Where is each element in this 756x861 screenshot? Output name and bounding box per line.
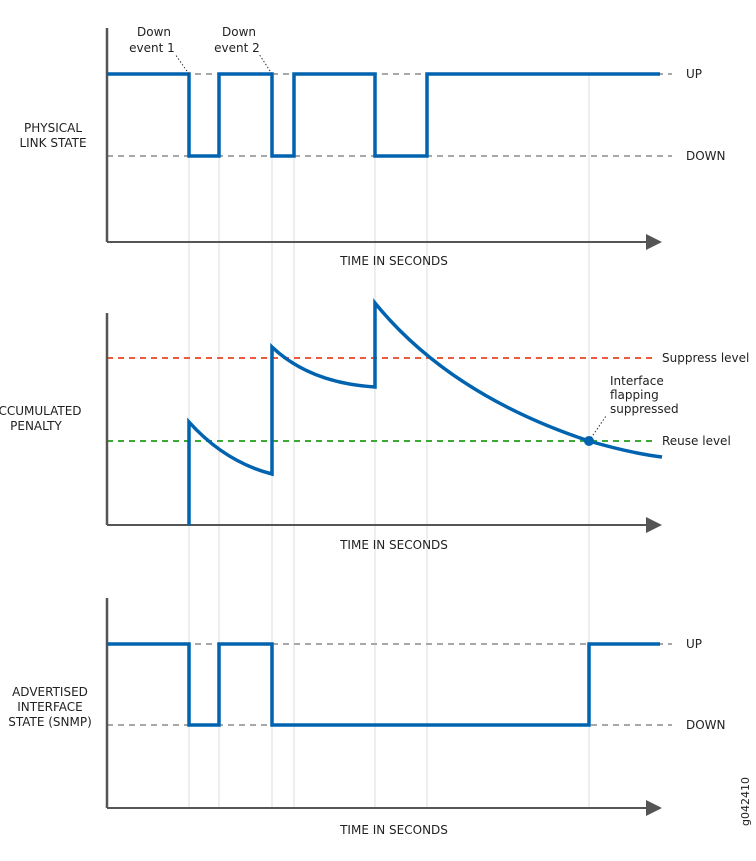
suppression-point	[584, 436, 594, 446]
suppress-level-label: Suppress level	[662, 351, 749, 365]
down-label: DOWN	[686, 149, 726, 163]
penalty-curve	[187, 298, 663, 525]
x-axis-label: TIME IN SECONDS	[339, 254, 448, 268]
reuse-level-label: Reuse level	[662, 434, 731, 448]
x-axis-label: TIME IN SECONDS	[339, 538, 448, 552]
advertised-signal	[107, 642, 660, 727]
figure-id: g042410	[739, 777, 752, 826]
y-axis-label: ACCUMULATEDPENALTY	[0, 404, 82, 433]
down-label: DOWN	[686, 718, 726, 732]
up-label: UP	[686, 637, 702, 651]
physical-signal	[107, 72, 660, 158]
up-label: UP	[686, 67, 702, 81]
x-axis-label: TIME IN SECONDS	[339, 823, 448, 837]
